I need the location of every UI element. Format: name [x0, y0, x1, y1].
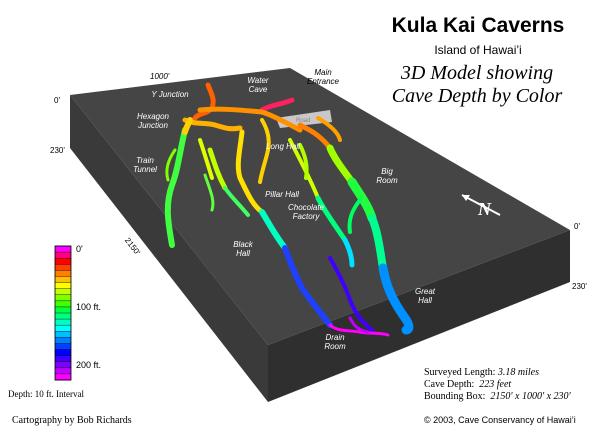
- passage-pillar-2: [223, 186, 250, 217]
- label-water-cave: Water Cave: [247, 76, 269, 94]
- model-title-line2: Cave Depth by Color: [391, 85, 563, 107]
- scale-band: [55, 288, 71, 296]
- passage-side-4: [347, 198, 362, 234]
- axis-depth-bottom-left: 230': [50, 146, 65, 155]
- model-title: 3D Model showing Cave Depth by Color: [352, 62, 602, 108]
- label-big-room: Big Room: [376, 167, 398, 185]
- axis-depth-bottom-right: 230': [572, 282, 587, 291]
- passage-train-tunnel: [164, 127, 188, 248]
- scale-band: [55, 367, 71, 375]
- passage-long-hall-low: [259, 209, 288, 251]
- scale-band: [55, 282, 71, 290]
- passage-mid-left: [198, 138, 214, 180]
- passage-chocolate: [328, 256, 374, 332]
- axis-depth-top-left: 0': [54, 96, 60, 105]
- label-long-hall: Long Hall: [266, 142, 300, 151]
- depth-scale-bar: [54, 245, 72, 381]
- label-pillar-hall: Pillar Hall: [265, 190, 299, 199]
- passage-black-hall: [282, 245, 333, 328]
- passage-long-hall: [235, 129, 265, 215]
- scale-band: [55, 325, 71, 332]
- passage-side-1: [258, 118, 271, 184]
- scale-band: [55, 258, 71, 265]
- north-arrow-icon: [461, 194, 501, 216]
- block-front-face: [268, 230, 570, 402]
- scale-band: [55, 355, 71, 363]
- scale-band: [55, 319, 71, 326]
- scale-band: [55, 349, 71, 357]
- scale-band: [55, 331, 71, 338]
- scale-band: [55, 313, 71, 320]
- passage-great-hall: [378, 263, 414, 335]
- label-great-hall: Great Hall: [414, 287, 435, 305]
- passage-side-3: [203, 173, 215, 212]
- depth-interval-note: Depth: 10 ft. Interval: [8, 389, 84, 399]
- scale-band: [55, 361, 71, 369]
- passage-drain: [328, 323, 390, 337]
- scale-band: [55, 300, 71, 308]
- passage-upper-right2: [316, 116, 342, 142]
- scale-frame: [54, 245, 72, 381]
- surveyed-length-label: Surveyed Length:: [424, 367, 496, 378]
- scale-band: [55, 264, 71, 271]
- passage-upper-mesh: [197, 106, 303, 133]
- model-title-line1: 3D Model showing: [400, 62, 554, 84]
- passage-upper-right: [297, 122, 333, 151]
- survey-stats: Surveyed Length: 3.18 miles Cave Depth: …: [424, 367, 571, 403]
- scale-tick-0: 0': [76, 244, 83, 254]
- scale-tick-100: 100 ft.: [76, 302, 102, 312]
- scale-band: [55, 306, 71, 314]
- passage-hexagon: [182, 117, 243, 132]
- cave-depth-value: 223 feet: [479, 379, 512, 390]
- axis-width-label: 1000': [150, 72, 170, 81]
- scale-band: [55, 373, 71, 381]
- scale-band: [55, 294, 71, 302]
- cave-depth-label: Cave Depth:: [424, 379, 475, 390]
- cave-depth-row: Cave Depth: 223 feet: [424, 379, 571, 391]
- page-subtitle: Island of Hawai’i: [434, 43, 522, 57]
- bounding-box-label: Bounding Box:: [424, 391, 486, 402]
- bounding-box-value: 2150' x 1000' x 230': [490, 391, 571, 402]
- passage-big-room-down: [368, 214, 387, 272]
- bounding-box-row: Bounding Box: 2150' x 1000' x 230': [424, 391, 571, 403]
- passage-pillar: [207, 147, 228, 191]
- label-black-hall: Black Hall: [233, 240, 253, 258]
- scale-band: [55, 270, 71, 277]
- axis-depth-top-right: 0': [574, 222, 580, 231]
- label-y-junction: Y Junction: [151, 90, 189, 99]
- scale-band: [55, 343, 71, 351]
- scale-band: [55, 252, 71, 259]
- label-chocolate-factory: Chocolate Factory: [287, 203, 325, 221]
- copyright: © 2003, Cave Conservancy of Hawai’i: [424, 415, 576, 425]
- cave-passages: [164, 82, 414, 337]
- passage-entrance: [259, 97, 295, 113]
- cartography-credit: Cartography by Bob Richards: [12, 415, 132, 426]
- block-left-face: [70, 95, 268, 402]
- scale-band: [55, 276, 71, 284]
- label-hexagon-junction: Hexagon Junction: [136, 112, 170, 130]
- north-label: N: [477, 199, 492, 219]
- surveyed-length-value: 3.18 miles: [497, 367, 539, 378]
- passage-mid-3: [342, 237, 355, 268]
- passage-drain-2: [348, 316, 370, 334]
- surveyed-length-row: Surveyed Length: 3.18 miles: [424, 367, 571, 379]
- label-main-entrance: Main Entrance: [306, 68, 340, 86]
- page-title: Kula Kai Caverns: [391, 14, 565, 37]
- label-drain-room: Drain Room: [324, 333, 346, 351]
- label-train-tunnel: Train Tunnel: [133, 156, 157, 174]
- scale-band: [55, 337, 71, 344]
- scale-tick-200: 200 ft.: [76, 360, 102, 370]
- scale-band: [55, 246, 71, 253]
- road-label: Road: [296, 118, 310, 124]
- passage-mid-2: [315, 195, 348, 243]
- passage-side-2: [298, 143, 309, 180]
- passage-train-tunnel-top: [182, 117, 193, 135]
- passage-side-5: [165, 148, 177, 182]
